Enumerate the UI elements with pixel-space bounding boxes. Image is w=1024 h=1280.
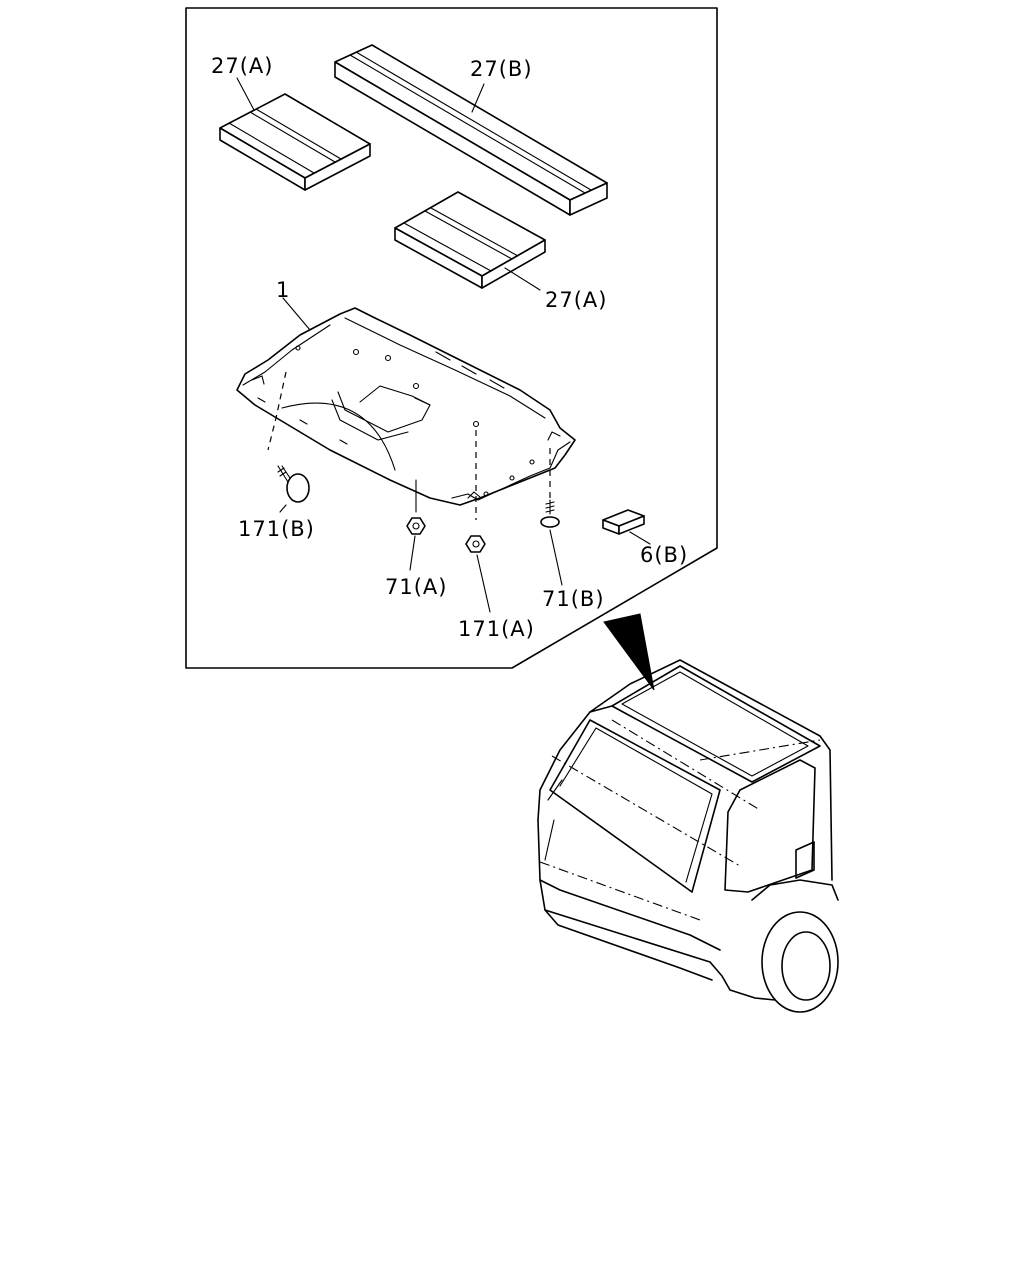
nut-171a (465, 535, 486, 553)
screw-71b (540, 499, 560, 528)
label-71b: 71(B) (542, 587, 605, 611)
label-6b: 6(B) (640, 543, 688, 567)
label-27a-upper: 27(A) (211, 54, 273, 78)
clip-171b (277, 465, 310, 503)
detail-frame (185, 7, 718, 669)
truck-cab (537, 659, 839, 1013)
label-171b: 171(B) (238, 517, 315, 541)
insulation-pad-27a-middle (394, 191, 546, 289)
label-27b: 27(B) (470, 57, 533, 81)
label-part-1: 1 (276, 278, 290, 302)
insulation-pad-27a-upper (219, 93, 371, 191)
label-71a: 71(A) (385, 575, 447, 599)
location-pointer (603, 613, 655, 691)
nut-71a (406, 517, 426, 535)
label-171a: 171(A) (458, 617, 535, 641)
headlining-panel (236, 307, 576, 506)
block-6b (602, 509, 645, 535)
fastener-line-171b (267, 371, 287, 451)
label-27a-middle: 27(A) (545, 288, 607, 312)
leader-lines (236, 77, 651, 613)
insulation-strip-27b (334, 44, 608, 216)
